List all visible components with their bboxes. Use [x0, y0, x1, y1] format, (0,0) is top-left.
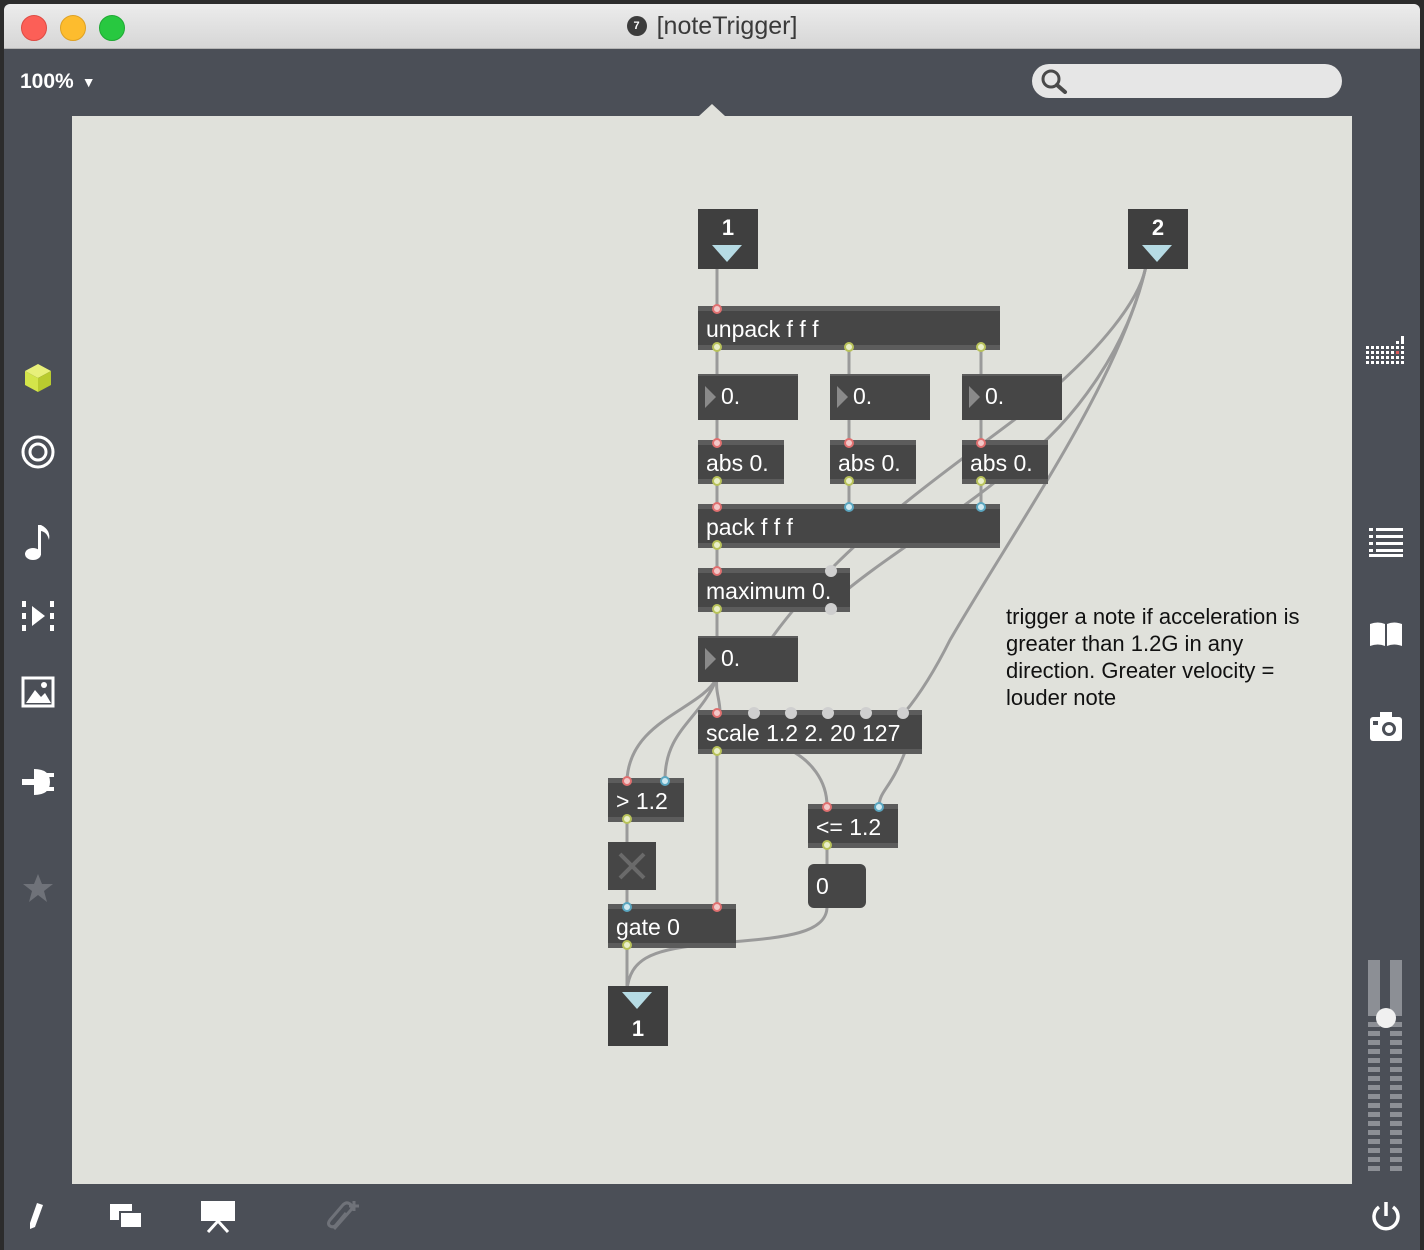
scale-object[interactable]: scale 1.2 2. 20 127	[698, 710, 922, 754]
number-box-max[interactable]: 0.	[698, 636, 798, 682]
outlet-arrow-icon	[622, 992, 652, 1009]
abs-object-z[interactable]: abs 0.	[962, 440, 1048, 484]
number-triangle-icon	[837, 386, 848, 408]
gate-object[interactable]: gate 0	[608, 904, 736, 948]
pencil-icon[interactable]	[16, 1196, 56, 1236]
music-note-icon[interactable]	[16, 520, 60, 564]
star-icon[interactable]	[16, 866, 60, 910]
abs-object-x[interactable]: abs 0.	[698, 440, 784, 484]
greater-than-object[interactable]: > 1.2	[608, 778, 684, 822]
zoom-level: 100%	[20, 70, 74, 93]
title-bar[interactable]: 7 [noteTrigger]	[4, 4, 1420, 49]
number-box-z[interactable]: 0.	[962, 374, 1062, 420]
windows-icon[interactable]	[106, 1196, 146, 1236]
toggle-x-icon	[618, 852, 646, 880]
less-equal-object[interactable]: <= 1.2	[808, 804, 898, 848]
keyboard-grid-icon[interactable]	[1364, 330, 1408, 374]
window-title: [noteTrigger]	[656, 11, 798, 40]
abs-object-y[interactable]: abs 0.	[830, 440, 916, 484]
canvas-notch	[699, 104, 725, 116]
number-triangle-icon	[705, 648, 716, 670]
maximize-button[interactable]	[99, 15, 125, 41]
inlet-arrow-icon	[1142, 245, 1172, 262]
number-box-x[interactable]: 0.	[698, 374, 798, 420]
patcher-window: 7 [noteTrigger] 100% ▼	[4, 4, 1420, 1250]
close-button[interactable]	[21, 15, 47, 41]
image-icon[interactable]	[16, 670, 60, 714]
unpack-object[interactable]: unpack f f f	[698, 306, 1000, 350]
presentation-icon[interactable]	[198, 1196, 238, 1236]
zoom-menu[interactable]: 100% ▼	[20, 70, 96, 94]
plug-icon[interactable]	[16, 760, 60, 804]
output-level-slider[interactable]	[1366, 960, 1406, 1180]
inlet-arrow-icon	[712, 245, 742, 262]
list-icon[interactable]	[1364, 520, 1408, 564]
message-zero[interactable]: 0	[808, 864, 866, 908]
maximum-object[interactable]: maximum 0.	[698, 568, 850, 612]
paperclip-add-icon[interactable]	[324, 1196, 364, 1236]
title-group: 7 [noteTrigger]	[4, 4, 1420, 48]
search-icon	[1041, 69, 1067, 94]
chevron-down-icon: ▼	[81, 74, 96, 90]
media-icon[interactable]	[16, 594, 60, 638]
max-document-icon: 7	[626, 16, 647, 36]
outlet-1[interactable]: 1	[608, 986, 668, 1046]
number-triangle-icon	[705, 386, 716, 408]
number-triangle-icon	[969, 386, 980, 408]
slider-knob[interactable]	[1376, 1008, 1396, 1028]
minimize-button[interactable]	[60, 15, 86, 41]
camera-icon[interactable]	[1364, 704, 1408, 748]
search-field[interactable]	[1032, 64, 1342, 98]
number-box-y[interactable]: 0.	[830, 374, 930, 420]
pack-object[interactable]: pack f f f	[698, 504, 1000, 548]
power-icon[interactable]	[1366, 1196, 1406, 1236]
toggle[interactable]	[608, 842, 656, 890]
patch-comment: trigger a note if acceleration is greate…	[1006, 604, 1300, 710]
inlet-2[interactable]: 2	[1128, 209, 1188, 269]
inlet-1[interactable]: 1	[698, 209, 758, 269]
cube-icon[interactable]	[16, 356, 60, 400]
book-icon[interactable]	[1364, 612, 1408, 656]
target-icon[interactable]	[16, 430, 60, 474]
